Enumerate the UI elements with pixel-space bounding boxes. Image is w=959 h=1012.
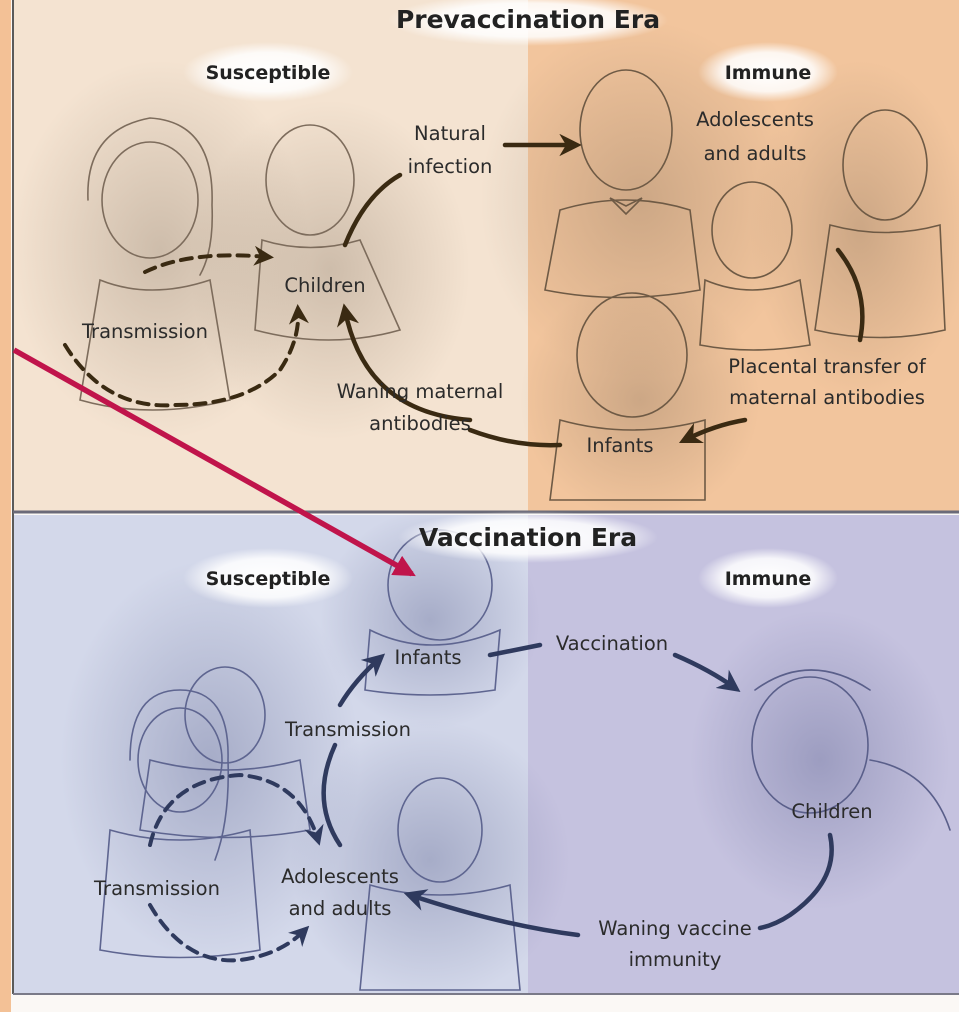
- transmission-loop-label-vacc: Transmission: [93, 877, 220, 900]
- infants-label-prevacc: Infants: [586, 434, 653, 457]
- prevacc-era-title: Prevaccination Era: [396, 5, 660, 34]
- infants-label-vacc: Infants: [394, 646, 461, 669]
- adolescents-adults-label-2: and adults: [704, 142, 807, 165]
- natural-infection-label-1: Natural: [414, 122, 486, 145]
- vacc-immune-header: Immune: [725, 568, 812, 590]
- left-edge-strip: [0, 0, 11, 1012]
- natural-infection-label-2: infection: [408, 155, 493, 178]
- children-label-prevacc: Children: [284, 274, 365, 297]
- waning-vaccine-label-1: Waning vaccine: [598, 917, 751, 940]
- adolescents-adults-label-vacc-2: and adults: [289, 897, 392, 920]
- prevacc-susceptible-header: Susceptible: [206, 62, 331, 84]
- prevacc-immune-header: Immune: [725, 62, 812, 84]
- children-label-vacc: Children: [791, 800, 872, 823]
- vacc-era-title: Vaccination Era: [419, 523, 637, 552]
- waning-vaccine-label-2: immunity: [629, 948, 722, 971]
- waning-maternal-label-2: antibodies: [369, 412, 471, 435]
- transmission-label-prevacc: Transmission: [81, 320, 208, 343]
- waning-maternal-label-1: Waning maternal: [337, 380, 504, 403]
- vacc-susceptible-header: Susceptible: [206, 568, 331, 590]
- adolescents-adults-label-vacc-1: Adolescents: [281, 865, 399, 888]
- placental-transfer-label-1: Placental transfer of: [728, 355, 927, 378]
- transmission-up-label: Transmission: [284, 718, 411, 741]
- vaccination-label: Vaccination: [556, 632, 668, 655]
- adolescents-adults-label-1: Adolescents: [696, 108, 814, 131]
- placental-transfer-label-2: maternal antibodies: [729, 386, 925, 409]
